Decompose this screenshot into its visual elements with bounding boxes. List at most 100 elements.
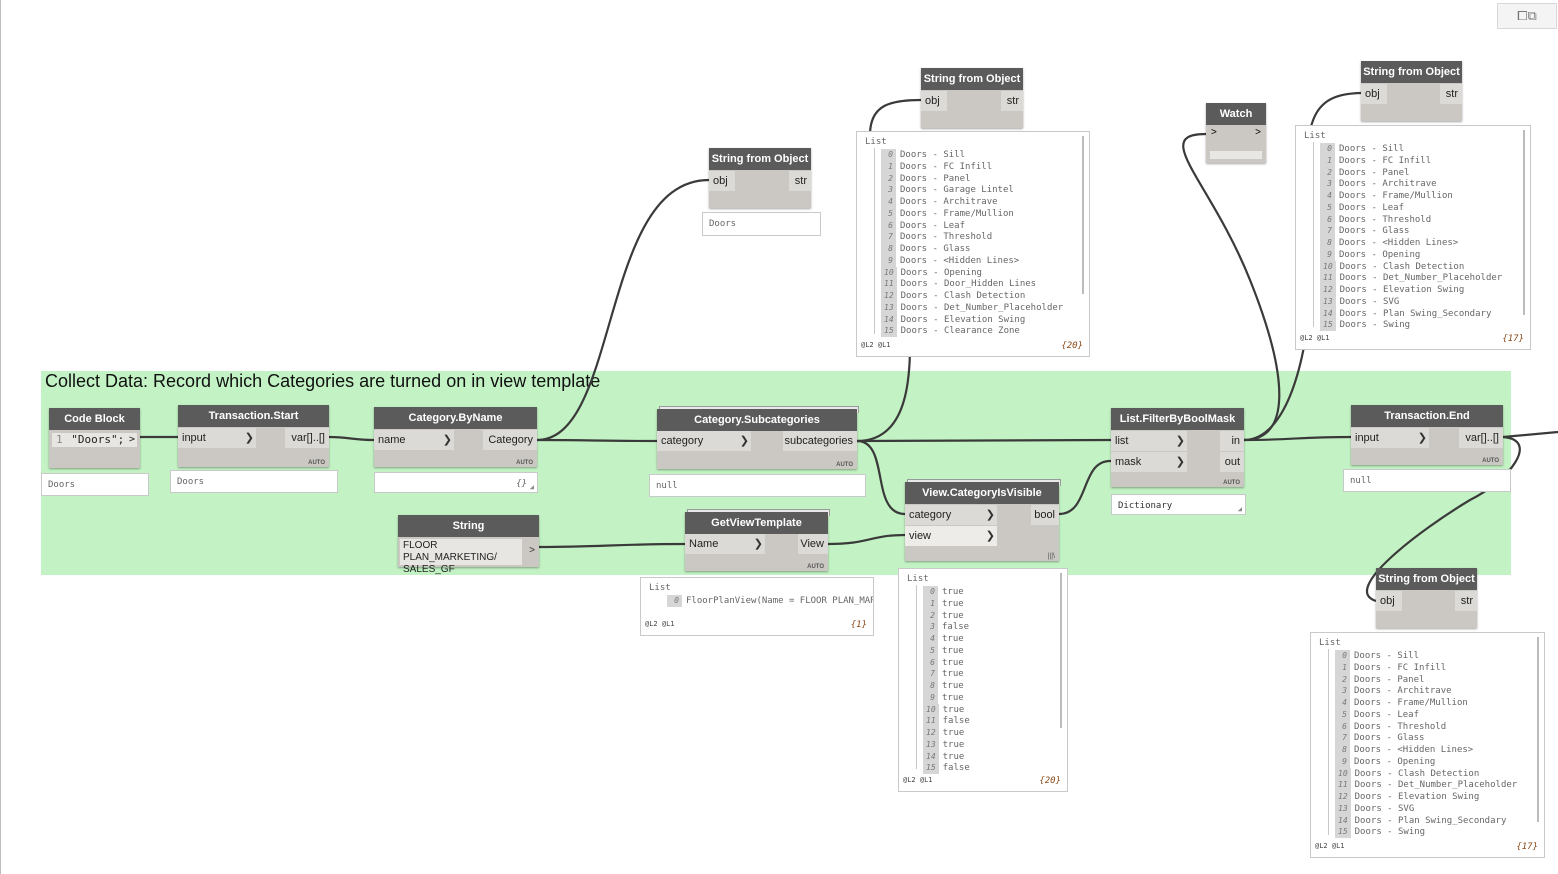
input-port[interactable]: category❯ (657, 431, 751, 451)
chevron-icon: ❯ (985, 509, 995, 521)
list-levels: @L2 @L1 (1300, 334, 1330, 342)
list-item-value: Doors - Clearance Zone (900, 326, 1020, 337)
output-port[interactable]: Category (483, 430, 537, 450)
preview-code-block: Doors (41, 473, 149, 496)
code-editor[interactable]: 1 "Doors"; > (52, 433, 137, 447)
list-item-index: 1 (1320, 154, 1335, 167)
output-port[interactable]: str (1440, 84, 1462, 104)
port-label: View (800, 538, 824, 550)
node-title: Watch (1206, 103, 1266, 125)
input-port[interactable]: input❯ (178, 428, 256, 448)
string-input[interactable]: FLOOR PLAN_MARKETING/ SALES_GF (400, 539, 522, 575)
node-string-from-object-1[interactable]: String from Object obj str (709, 148, 811, 208)
output-port[interactable]: > (1255, 127, 1261, 138)
output-port[interactable]: > (128, 434, 135, 445)
scrollbar[interactable] (1060, 573, 1062, 728)
input-port[interactable]: name❯ (374, 430, 454, 450)
resize-grip-icon[interactable]: ◢ (1237, 505, 1242, 513)
list-item-value: true (942, 634, 964, 644)
node-code-block[interactable]: Code Block 1 "Doors"; > (49, 408, 140, 468)
preview-transaction-start: Doors (170, 470, 338, 493)
output-port-in[interactable]: in (1220, 431, 1244, 451)
input-port[interactable]: obj (709, 171, 735, 191)
input-port[interactable]: input❯ (1351, 428, 1429, 448)
input-port[interactable]: Name❯ (685, 534, 765, 554)
list-item-index: 8 (1320, 237, 1335, 249)
output-port[interactable]: str (789, 171, 811, 191)
scrollbar[interactable] (1537, 637, 1539, 822)
lacing-auto[interactable]: AUTO (836, 462, 853, 468)
node-get-view-template[interactable]: GetViewTemplate Name❯ View AUTO (685, 509, 830, 571)
list-item-value: Doors - Elevation Swing (1339, 285, 1465, 295)
node-title: String from Object (709, 148, 811, 170)
node-transaction-end[interactable]: Transaction.End input❯ var[]..[] AUTO (1351, 405, 1503, 465)
node-list-filter-by-bool-mask[interactable]: List.FilterByBoolMask list❯ mask❯ in out… (1111, 408, 1244, 487)
node-category-byname[interactable]: Category.ByName name❯ Category AUTO (374, 407, 537, 467)
output-port[interactable]: bool (1031, 505, 1059, 525)
output-port[interactable]: str (1001, 91, 1023, 111)
list-item-index: 6 (881, 219, 896, 232)
scrollbar[interactable] (1523, 130, 1525, 315)
lacing-cross-product[interactable]: |||\ (1047, 553, 1055, 560)
input-port-category[interactable]: category❯ (905, 505, 997, 525)
list-item-value: Doors - Swing (1339, 320, 1411, 331)
port-label: bool (1034, 509, 1055, 521)
output-port[interactable]: subcategories (783, 431, 857, 451)
input-port[interactable]: obj (1361, 84, 1387, 104)
lacing-auto[interactable]: AUTO (516, 460, 533, 466)
node-string[interactable]: String FLOOR PLAN_MARKETING/ SALES_GF > (398, 515, 539, 575)
scrollbar[interactable] (1082, 136, 1084, 294)
output-port[interactable]: str (1455, 591, 1477, 611)
preview-category-subcategories: null (649, 474, 866, 497)
node-transaction-start[interactable]: Transaction.Start input❯ var[]..[] AUTO (178, 405, 329, 467)
input-port[interactable]: > (1211, 127, 1217, 138)
lacing-auto[interactable]: AUTO (308, 460, 325, 466)
node-watch[interactable]: Watch > > (1206, 103, 1266, 163)
list-footer: @L2 @L1{20} (903, 776, 1063, 788)
resize-grip-icon[interactable]: ◢ (529, 483, 534, 491)
output-port[interactable]: var[]..[] (1459, 428, 1503, 448)
list-item-value: Doors - Glass (1339, 226, 1410, 237)
list-item-index: 3 (1320, 178, 1335, 190)
list-label: List (865, 137, 887, 147)
node-string-from-object-4[interactable]: String from Object obj str (1376, 568, 1477, 628)
input-port-view[interactable]: view❯ (905, 526, 997, 546)
node-title: String from Object (1376, 568, 1477, 590)
chevron-icon: ❯ (739, 435, 749, 447)
node-view-category-is-visible[interactable]: View.CategoryIsVisible category❯ view❯ b… (905, 479, 1061, 561)
input-port[interactable]: obj (921, 91, 947, 111)
output-port[interactable]: var[]..[] (285, 428, 329, 448)
output-port[interactable]: > (529, 545, 535, 556)
list-item-index: 1 (1335, 661, 1350, 674)
string-value-line1: FLOOR PLAN_MARKETING/ (403, 540, 497, 563)
lacing-auto[interactable]: AUTO (807, 564, 824, 570)
node-string-from-object-3[interactable]: String from Object obj str (1361, 61, 1462, 121)
string-value-line2: SALES_GF (403, 564, 455, 575)
lacing-auto[interactable]: AUTO (1482, 458, 1499, 464)
group-title[interactable]: Collect Data: Record which Categories ar… (45, 371, 601, 391)
output-port[interactable]: View (798, 534, 828, 554)
lacing-auto[interactable]: AUTO (1223, 480, 1240, 486)
node-category-subcategories[interactable]: Category.Subcategories category❯ subcate… (657, 406, 859, 469)
view-toggle-icon[interactable]: ⧠⧉ (1497, 3, 1557, 29)
input-port[interactable]: obj (1376, 591, 1402, 611)
output-port-out[interactable]: out (1220, 452, 1244, 472)
node-string-from-object-2[interactable]: String from Object obj str (921, 68, 1023, 128)
list-item-index: 0 (923, 586, 938, 598)
input-port-list[interactable]: list❯ (1111, 431, 1187, 451)
port-label: Category (488, 434, 533, 446)
input-port-mask[interactable]: mask❯ (1111, 452, 1187, 472)
